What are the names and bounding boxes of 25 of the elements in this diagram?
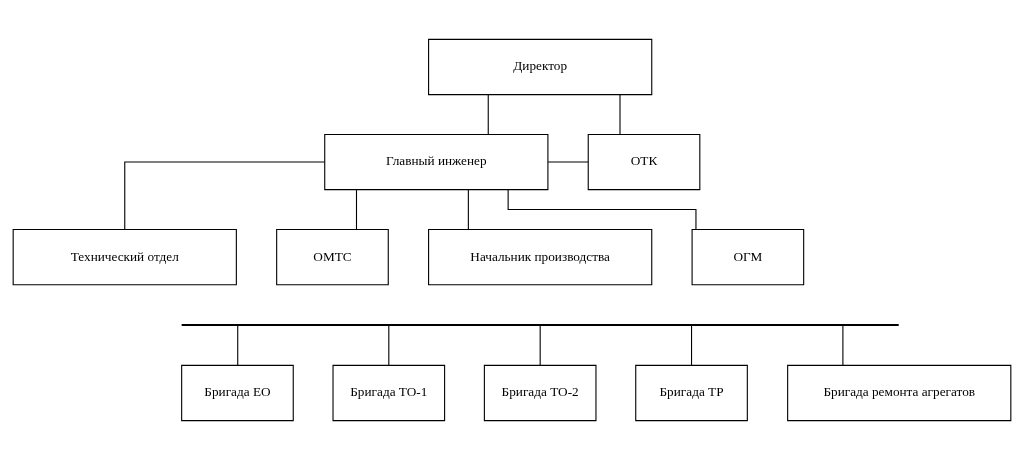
node-box: Бригада ТО-1: [332, 364, 446, 422]
connector: [539, 325, 541, 366]
node-box: Директор: [428, 38, 653, 96]
node-box: Начальник производства: [428, 228, 653, 286]
node-box: Бригада ЕО: [181, 364, 294, 422]
connector: [619, 94, 621, 135]
node-box: Технический отдел: [12, 228, 237, 286]
node-box: Бригада ТО-2: [483, 364, 597, 422]
connector: [355, 189, 358, 230]
connector: [842, 325, 844, 366]
connector: [547, 161, 589, 163]
connector: [507, 189, 697, 230]
connector: [237, 325, 239, 366]
node-bar: [181, 323, 899, 327]
connector: [388, 325, 390, 366]
connector: [467, 189, 469, 230]
connector: [124, 161, 326, 230]
node-box: Главный инженер: [324, 133, 549, 191]
node-box: Бригада ТР: [635, 364, 748, 422]
node-box: Бригада ремонта агрегатов: [787, 364, 1012, 422]
node-box: ОМТС: [276, 228, 389, 286]
node-box: ОТК: [587, 133, 701, 191]
connector: [487, 94, 489, 135]
node-box: ОГМ: [691, 228, 805, 286]
connector: [691, 325, 693, 366]
